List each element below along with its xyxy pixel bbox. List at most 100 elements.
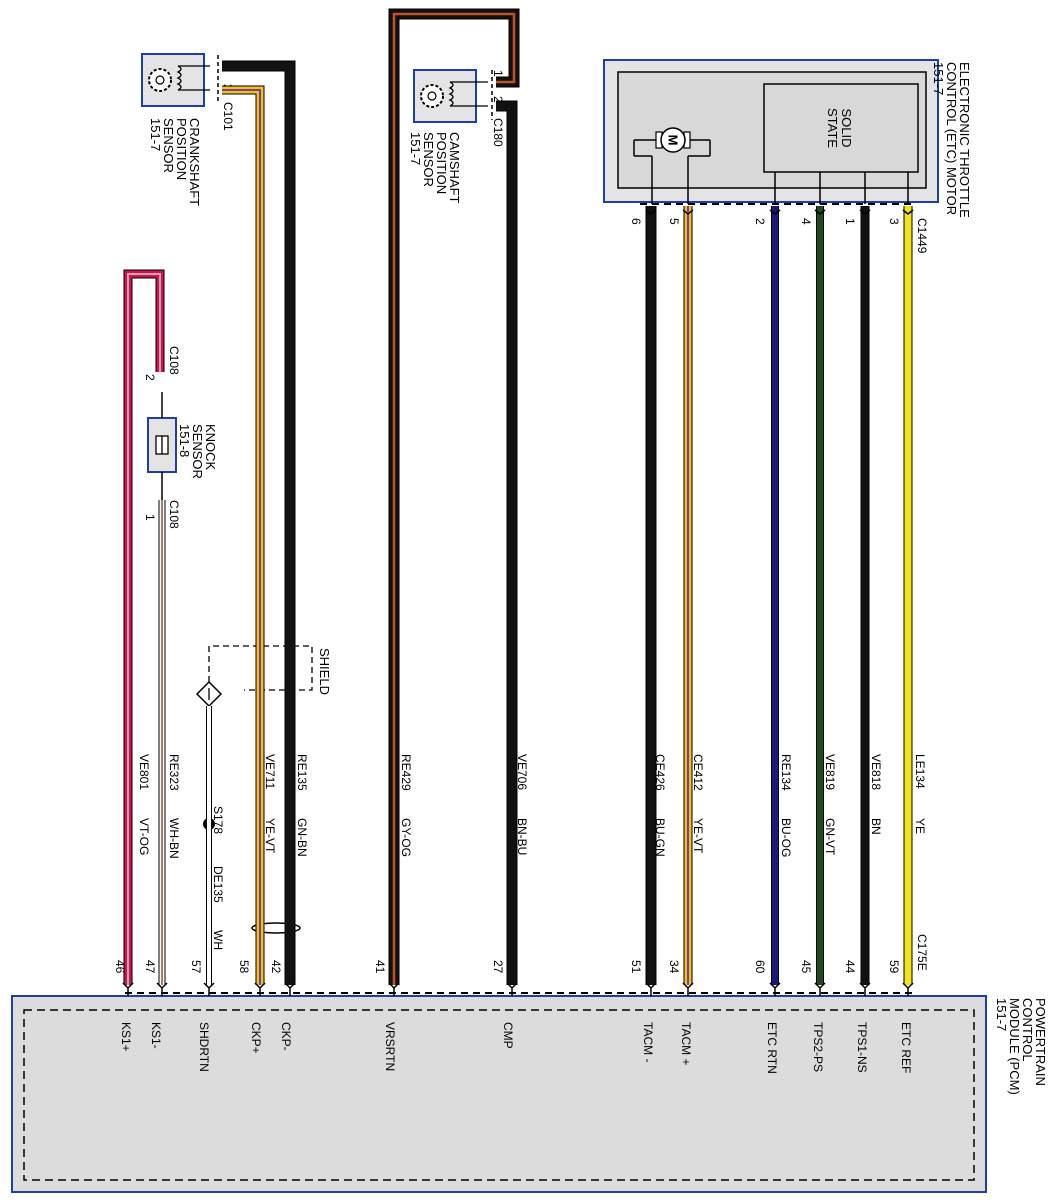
wire-57-pin: 57 (189, 960, 203, 974)
knock-name-line-2: SENSOR (190, 424, 205, 479)
motor-symbol-label: M (666, 135, 681, 146)
wire-44-signal: TPS1-NS (855, 1022, 869, 1073)
twisted-pair-mark (251, 922, 301, 934)
cmp-name-line-4: 151-7 (408, 132, 423, 165)
ckp-connector-label: C101 (221, 102, 235, 131)
wire-51-circuit: CE426 (653, 754, 667, 791)
pcm-pin-51-arrow (645, 982, 657, 996)
knock-pin-bottom: 1 (143, 514, 157, 521)
wire-27-color: BN-BU (515, 818, 529, 855)
wire-47-circuit: RE323 (167, 754, 181, 791)
etc-pin-5: 5 (667, 218, 681, 225)
cmp-connector-label: C180 (491, 118, 505, 147)
pcm-pin-34-arrow (682, 982, 694, 996)
etc-connector-label: C1449 (915, 218, 929, 254)
wire-44-pin: 44 (843, 960, 857, 974)
wire-27-signal: CMP (501, 1022, 515, 1049)
wire-46-signal: KS1+ (119, 1022, 133, 1052)
wire-60-signal: ETC RTN (765, 1022, 779, 1074)
wire-34-pin: 34 (667, 960, 681, 974)
wire-42 (222, 61, 295, 985)
wire-42-signal: CKP- (279, 1022, 293, 1051)
solid-state-box (763, 83, 919, 173)
etc-motor: M SOLID STATE ELECTRONIC THROTTLE CONTRO… (603, 59, 972, 254)
motor-icon (660, 127, 686, 153)
pcm-module (11, 992, 987, 1193)
wire-44-color: BN (869, 818, 883, 835)
ckp-name-line-2: POSITION (174, 118, 189, 180)
wire-58-outline (222, 85, 265, 985)
wire-47-color: WH-BN (167, 818, 181, 859)
etc-pin-1: 1 (843, 218, 857, 225)
wire-42-color: GN-BN (295, 818, 309, 857)
etc-pin-1-arrow (859, 209, 871, 215)
pcm-pin-57-arrow (203, 982, 215, 996)
pcm-pin-41-arrow (388, 982, 400, 996)
wire-41-pin: 41 (373, 960, 387, 974)
wire-59-color: YE (913, 818, 927, 834)
wire-59-circuit: LE134 (913, 754, 927, 789)
wire-45-pin: 45 (799, 960, 813, 974)
pcm-connector-label: C175E (915, 934, 929, 971)
wire-59-pin: 59 (887, 960, 901, 974)
crankshaft-coil-icon (176, 65, 182, 91)
pcm-title-line-4: 151-7 (994, 998, 1009, 1031)
camshaft-gear-hub (427, 91, 437, 101)
knock-name-line-3: 151-8 (177, 424, 192, 457)
wire-27-pin: 27 (491, 960, 505, 974)
wire-46-pin: 46 (113, 960, 127, 974)
knock-connector-bottom: C108 (167, 500, 181, 529)
etc-title-line-2: CONTROL (ETC) MOTOR (944, 62, 959, 215)
wire-46-circuit: VE801 (137, 754, 151, 790)
wire-34-color: YE-VT (691, 818, 705, 854)
wire-41-circuit: RE429 (399, 754, 413, 791)
wire-57-signal: SHDRTN (197, 1022, 211, 1072)
camshaft-gear-icon (420, 84, 444, 108)
pcm-title-line-2: CONTROL (1020, 998, 1035, 1062)
wire-47-signal: KS1- (149, 1022, 163, 1049)
etc-pin-4: 4 (799, 218, 813, 225)
splice-label: S178 (211, 806, 225, 834)
pcm-pin-47-arrow (156, 982, 168, 996)
wires (123, 8, 913, 985)
knock-sensor: C108 2 C108 1 KNOCK SENSOR 151-8 (143, 346, 218, 529)
crankshaft-gear-icon (148, 68, 172, 92)
wire-45-color: GN-VT (823, 818, 837, 856)
wire-58-pin: 58 (237, 960, 251, 974)
crankshaft-gear-hub (155, 75, 165, 85)
pcm-pin-60-arrow (769, 982, 781, 996)
solid-state-line-1: SOLID (839, 108, 854, 147)
etc-pin-6: 6 (629, 218, 643, 225)
wire-27 (496, 101, 517, 985)
wire-41-stripe (392, 12, 516, 985)
wire-46-stripe (127, 273, 161, 985)
etc-pin-6-arrow (645, 209, 657, 215)
cmp-name-line-2: POSITION (434, 132, 449, 194)
wire-44-circuit: VE818 (869, 754, 883, 790)
wire-46-color: VT-OG (137, 818, 151, 855)
etc-pin-5-arrow (682, 209, 694, 215)
pcm-pin-46-arrow (122, 982, 134, 996)
wire-34-circuit: CE412 (691, 754, 705, 791)
etc-title-line-3: 151-7 (931, 62, 946, 95)
pcm-pin-45-arrow (814, 982, 826, 996)
pcm-box (11, 995, 987, 1193)
cmp-pin-2: 2 (491, 96, 505, 103)
wire-58 (222, 86, 264, 985)
cmp-pin-1: 1 (491, 70, 505, 77)
pcm-pin-59-arrow (902, 982, 914, 996)
camshaft-sensor: 1 2 C180 CAMSHAFT POSITION SENSOR 151-7 (408, 69, 505, 204)
solid-state-line-2: STATE (825, 108, 840, 148)
knock-name-line-1: KNOCK (203, 424, 218, 471)
wire-51-pin: 51 (629, 960, 643, 974)
wire-45-circuit: VE819 (823, 754, 837, 790)
crankshaft-sensor: 1 2 C101 CRANKSHAFT POSITION SENSOR 151-… (141, 53, 235, 206)
cmp-name-line-1: CAMSHAFT (447, 132, 462, 204)
wire-51-signal: TACM - (641, 1022, 655, 1062)
wire-42-circuit: RE135 (295, 754, 309, 791)
wire-58-circuit: VE711 (263, 754, 277, 789)
etc-pin-3: 3 (887, 218, 901, 225)
pcm-title-line-1: POWERTRAIN (1033, 998, 1048, 1086)
wire-60-circuit: RE134 (779, 754, 793, 791)
